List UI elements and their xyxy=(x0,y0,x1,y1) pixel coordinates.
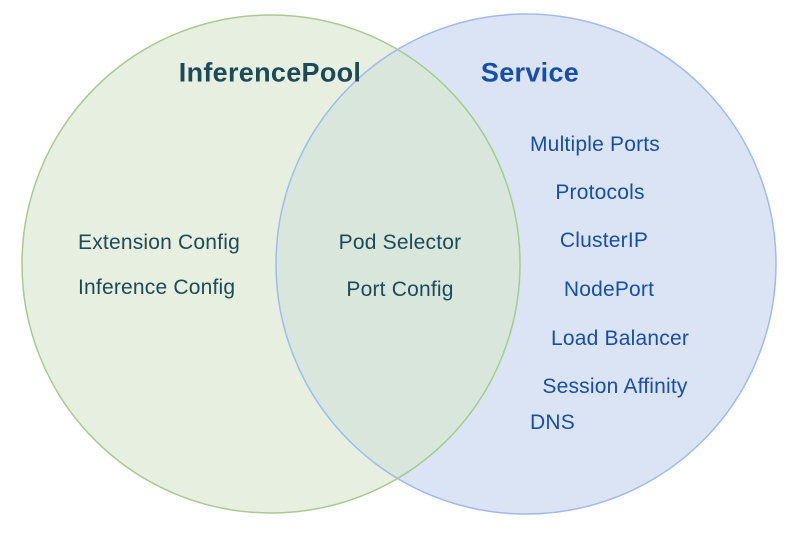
overlap-item-pod-selector: Pod Selector xyxy=(338,231,462,254)
service-circle-outline xyxy=(275,13,777,515)
inferencepool-title: InferencePool xyxy=(178,57,362,88)
overlap-region xyxy=(277,50,520,478)
service-item-protocols: Protocols xyxy=(555,181,645,204)
service-item-nodeport: NodePort xyxy=(563,278,655,301)
service-item-load-balancer: Load Balancer xyxy=(550,327,690,350)
service-item-clusterip: ClusterIP xyxy=(559,229,649,252)
service-item-multiple-ports: Multiple Ports xyxy=(529,133,661,156)
inferencepool-item-extension-config: Extension Config xyxy=(78,231,240,254)
service-title: Service xyxy=(480,57,580,88)
inferencepool-item-inference-config: Inference Config xyxy=(78,276,236,299)
inferencepool-circle-outline xyxy=(21,14,521,514)
service-item-dns: DNS xyxy=(530,411,575,434)
overlap-item-port-config: Port Config xyxy=(346,278,454,301)
service-item-session-affinity: Session Affinity xyxy=(542,375,688,398)
